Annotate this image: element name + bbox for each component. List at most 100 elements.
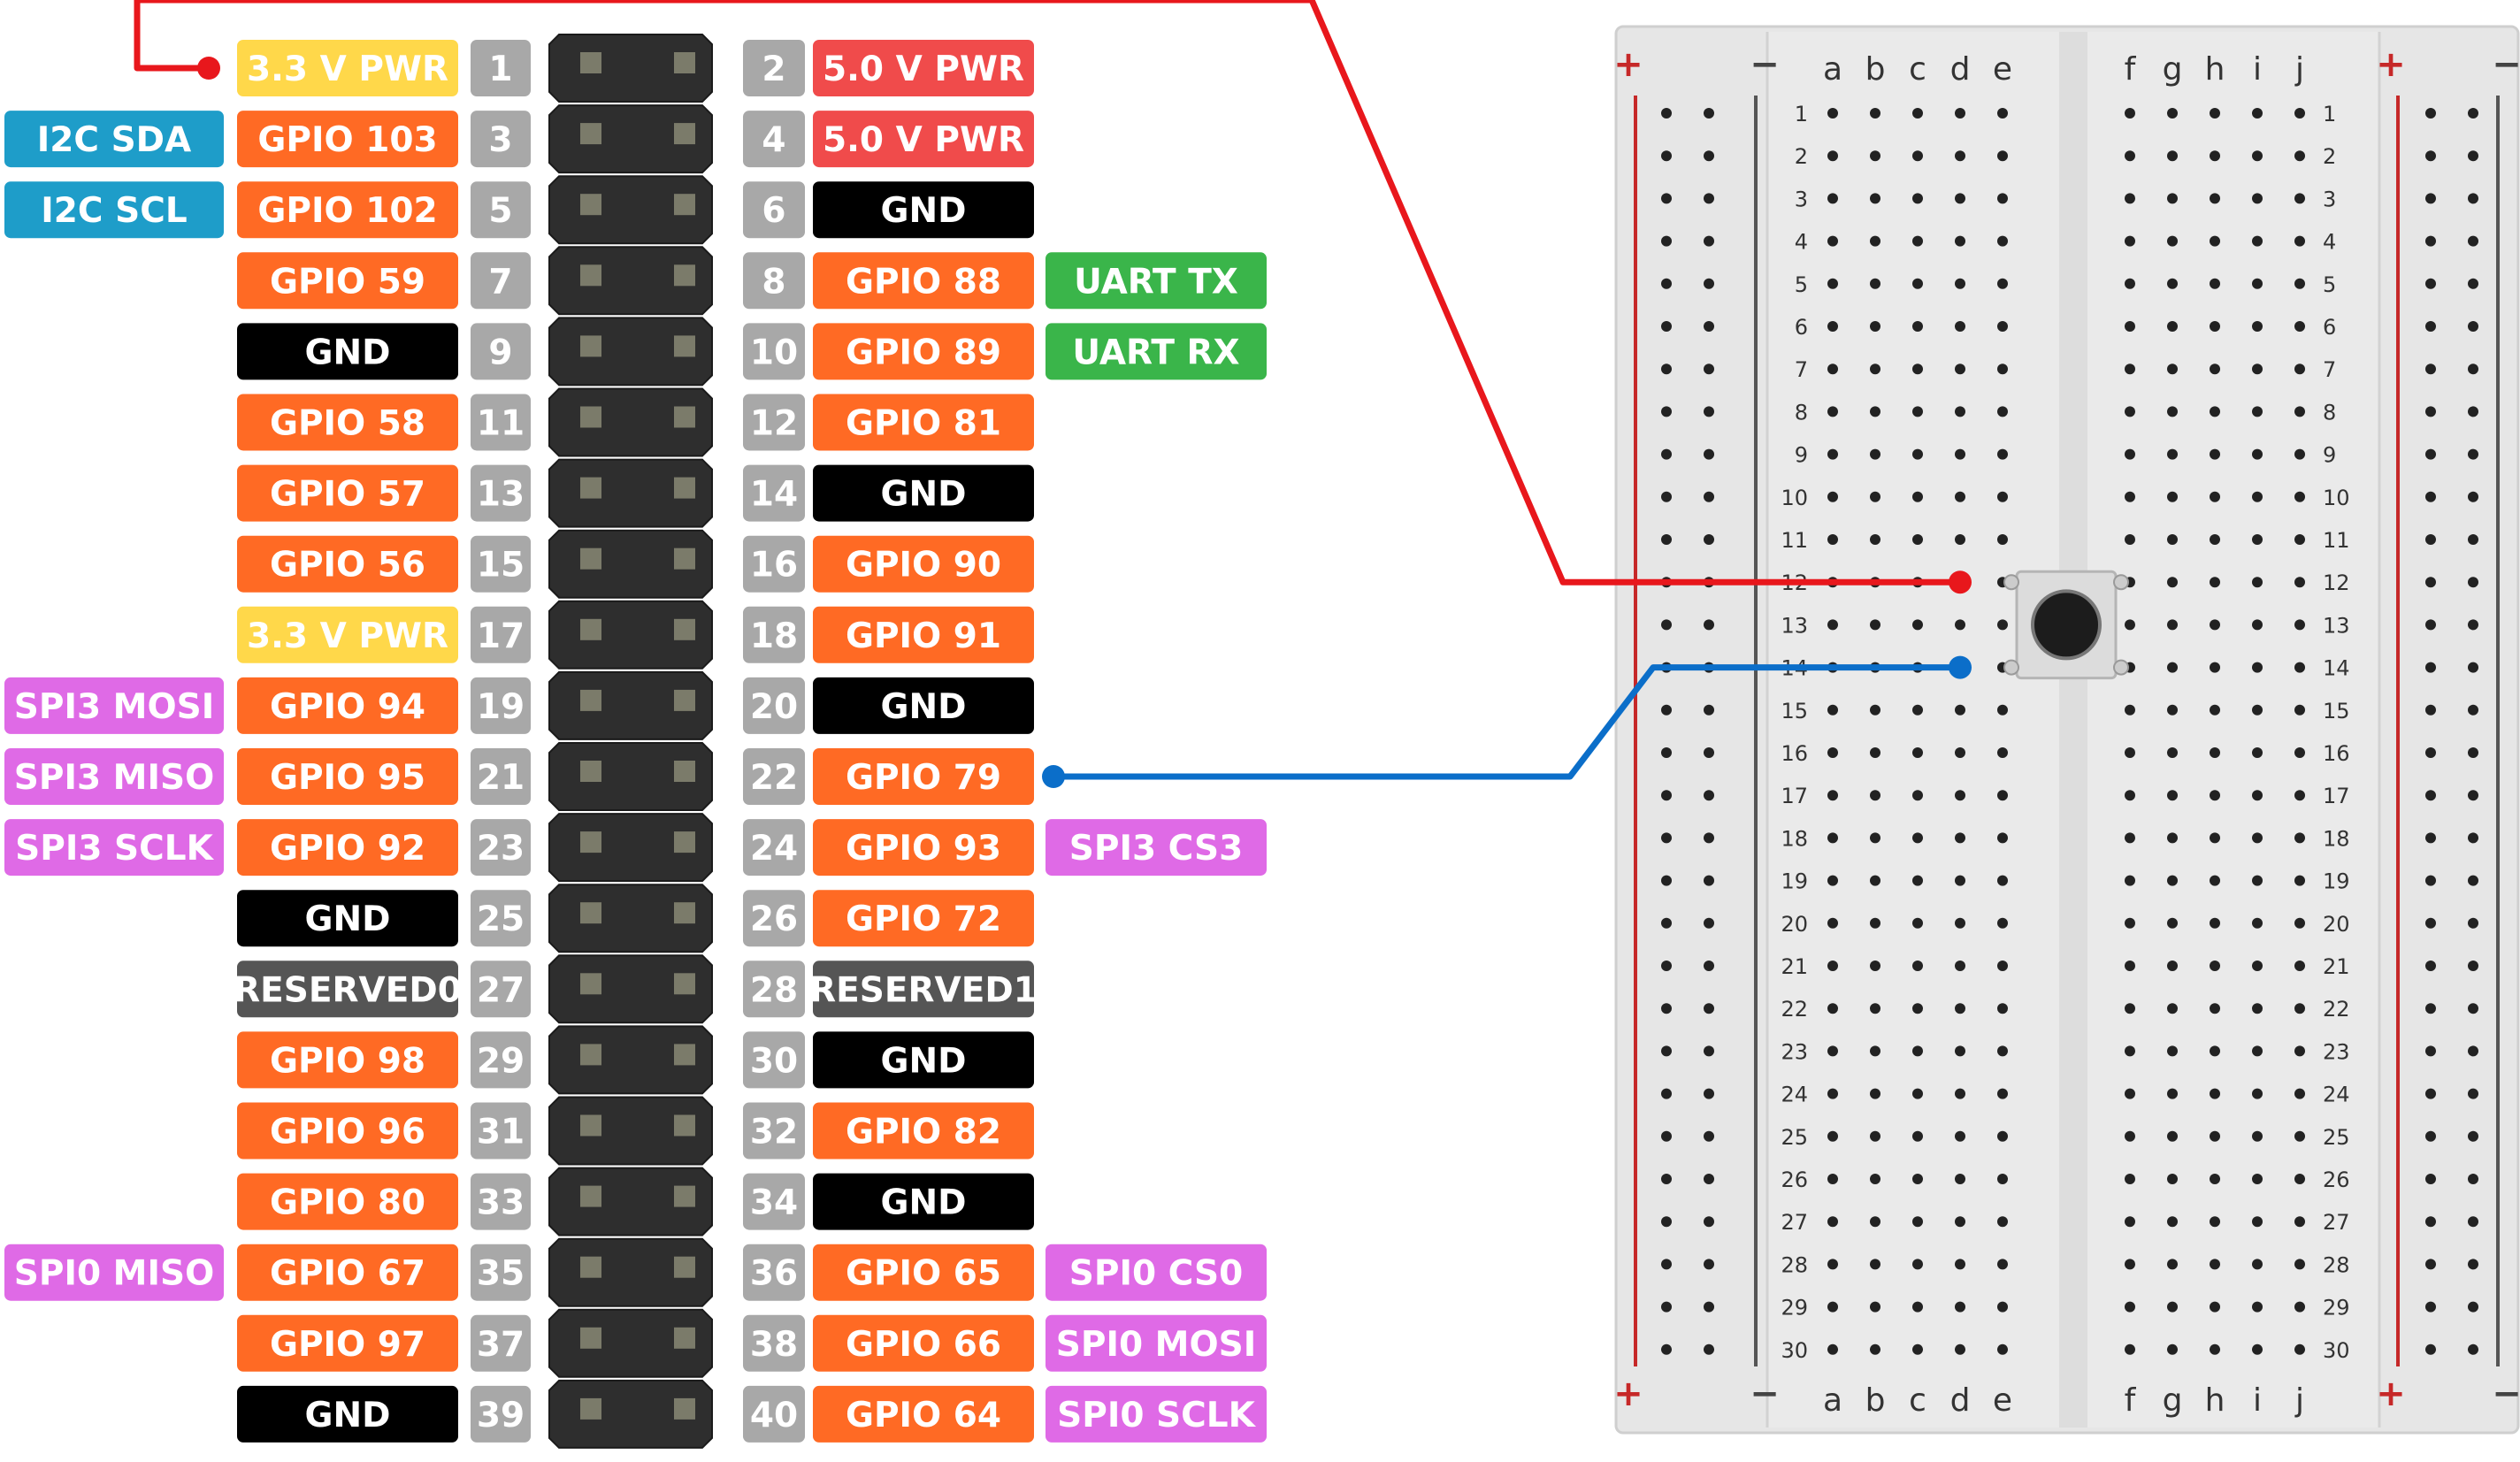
row-number-right: 4 — [2323, 230, 2336, 255]
terminal-hole — [1912, 704, 1923, 716]
terminal-hole — [2125, 321, 2135, 332]
left-pin-number-text: 11 — [477, 404, 525, 444]
push-button[interactable] — [2003, 570, 2129, 680]
terminal-hole — [2210, 193, 2220, 204]
row-number-right: 9 — [2323, 443, 2336, 468]
terminal-hole — [2294, 961, 2305, 971]
left-pin-number: 7 — [471, 252, 531, 310]
right-function-label-text: SPI0 CS0 — [1069, 1254, 1243, 1294]
rail-plus-sign: + — [1613, 1374, 1643, 1414]
terminal-hole — [2252, 235, 2263, 247]
button-cap — [2031, 589, 2102, 661]
header-pin — [580, 52, 601, 73]
row-number-left: 8 — [1795, 400, 1808, 425]
rail-hole — [2468, 321, 2478, 332]
terminal-hole — [1955, 108, 1965, 119]
header-pin — [674, 335, 695, 357]
right-pin-label-bg — [813, 1102, 1034, 1160]
right-function-label-bg — [1046, 819, 1267, 876]
terminal-hole — [1870, 1130, 1880, 1142]
terminal-hole — [1827, 875, 1838, 886]
left-pin-number: 27 — [471, 961, 531, 1018]
rail-hole — [1704, 406, 1714, 417]
left-pin-label: 3.3 V PWR — [237, 606, 458, 663]
terminal-hole — [1912, 747, 1923, 758]
left-pin-label: RESERVED0 — [234, 961, 462, 1018]
header-housing — [548, 1025, 713, 1095]
rail-hole — [2468, 1130, 2478, 1142]
terminal-hole — [2294, 193, 2305, 204]
header-pin — [674, 1327, 695, 1349]
rail-hole — [1661, 1259, 1672, 1270]
terminal-hole — [2167, 491, 2178, 502]
column-label: a — [1823, 51, 1842, 88]
rail-hole — [1661, 406, 1672, 417]
terminal-hole — [2125, 491, 2135, 502]
terminal-hole — [2252, 1088, 2263, 1099]
left-pin-label-bg — [237, 464, 458, 522]
left-pin-label: GND — [237, 1385, 458, 1443]
row-number-right: 23 — [2323, 1039, 2350, 1064]
rail-hole — [2425, 1003, 2436, 1014]
left-pin-number-text: 13 — [477, 475, 525, 515]
terminal-hole — [2294, 1045, 2305, 1057]
left-pin-label-bg — [237, 748, 458, 805]
header-pin — [580, 1114, 601, 1137]
rail-hole — [2425, 961, 2436, 971]
rail-hole — [2425, 534, 2436, 545]
left-pin-number-text: 27 — [477, 970, 525, 1010]
rail-hole — [1661, 1003, 1672, 1014]
right-pin-number-text: 16 — [750, 546, 798, 586]
terminal-hole — [2125, 875, 2135, 886]
row-number-right: 1 — [2323, 102, 2336, 126]
rail-hole — [2425, 406, 2436, 417]
left-pin-label: GPIO 56 — [237, 535, 458, 593]
right-pin-number: 8 — [743, 252, 805, 310]
row-number-right: 14 — [2323, 656, 2350, 681]
terminal-hole — [2252, 619, 2263, 631]
header-pin — [580, 689, 601, 711]
row-number-right: 24 — [2323, 1083, 2350, 1107]
terminal-hole — [1997, 1003, 2008, 1014]
column-label: g — [2163, 1382, 2183, 1419]
left-pin-label-text: GND — [304, 333, 390, 372]
terminal-hole — [1955, 1174, 1965, 1184]
right-pin-number-bg — [743, 111, 805, 168]
row-number-left: 17 — [1781, 784, 1808, 808]
terminal-hole — [2167, 619, 2178, 631]
rail-hole — [2468, 875, 2478, 886]
right-function-label-text: UART RX — [1072, 333, 1239, 372]
row-number-right: 8 — [2323, 400, 2336, 425]
terminal-hole — [1870, 832, 1880, 844]
left-pin-number-bg — [471, 961, 531, 1018]
row-number-right: 30 — [2323, 1338, 2350, 1363]
left-pin-number-bg — [471, 40, 531, 96]
red-wire[interactable] — [134, 0, 1972, 594]
blue-wire[interactable] — [1042, 655, 1972, 788]
terminal-hole — [2167, 662, 2178, 673]
terminal-hole — [2210, 108, 2220, 119]
terminal-hole — [2252, 662, 2263, 673]
terminal-hole — [1955, 278, 1965, 289]
left-pin-label-bg — [237, 1173, 458, 1230]
terminal-hole — [2125, 150, 2135, 162]
terminal-hole — [2252, 1045, 2263, 1057]
terminal-hole — [1827, 235, 1838, 247]
left-pin-label-bg — [237, 323, 458, 380]
terminal-hole — [2210, 577, 2220, 588]
right-pin-number-text: 26 — [750, 899, 798, 939]
terminal-hole — [1955, 491, 1965, 502]
terminal-hole — [2252, 875, 2263, 886]
header-pin — [674, 123, 695, 145]
row-number-right: 6 — [2323, 315, 2336, 340]
terminal-strip-left — [1767, 32, 2059, 1428]
terminal-hole — [2125, 364, 2135, 375]
terminal-hole — [1955, 875, 1965, 886]
button-leg — [2113, 659, 2129, 676]
terminal-hole — [2294, 917, 2305, 929]
left-pin-number-text: 5 — [488, 191, 512, 231]
header-housing — [548, 1167, 713, 1236]
right-pin-label-bg — [813, 535, 1034, 593]
header-pin — [674, 1185, 695, 1207]
header-pin-pair — [548, 104, 713, 174]
